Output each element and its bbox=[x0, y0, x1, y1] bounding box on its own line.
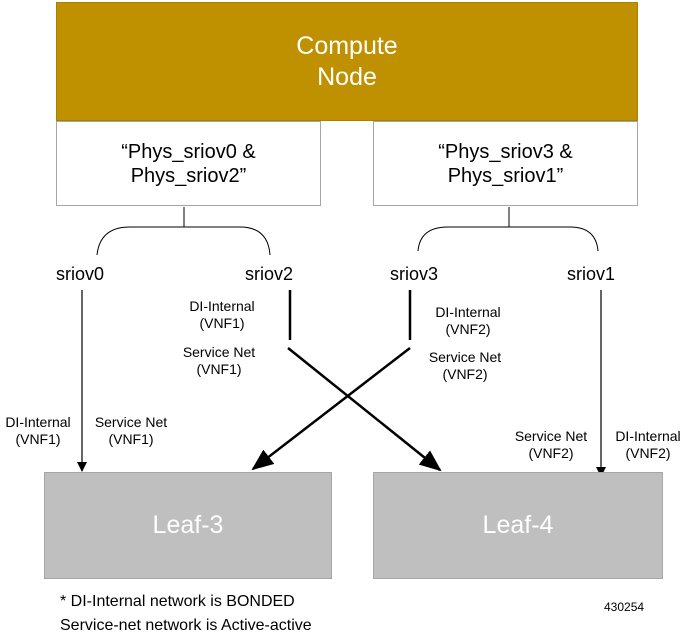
sriov3-cross-link bbox=[251, 347, 411, 471]
leaf-3-label: Leaf-3 bbox=[152, 511, 224, 539]
leaf-4-box: Leaf-4 bbox=[373, 472, 663, 579]
sriov2-di-internal-label: DI-Internal (VNF1) bbox=[189, 298, 255, 331]
physnet-group-right: “Phys_sriov3 & Phys_sriov1” bbox=[373, 121, 638, 206]
sriov0-service-net-label: Service Net (VNF1) bbox=[94, 414, 168, 447]
sriov1-di-internal-label: DI-Internal (VNF2) bbox=[615, 428, 681, 461]
compute-node-label-line2: Node bbox=[317, 62, 377, 91]
physnet-group-left-line1: “Phys_sriov0 & bbox=[121, 140, 256, 163]
physnet-group-left: “Phys_sriov0 & Phys_sriov2” bbox=[56, 121, 321, 206]
sriov0-di-internal-label: DI-Internal (VNF1) bbox=[5, 414, 71, 447]
footnote-active-active: Service-net network is Active-active bbox=[60, 617, 312, 634]
leaf-4-label: Leaf-4 bbox=[482, 511, 554, 539]
port-sriov0: sriov0 bbox=[56, 264, 105, 284]
port-sriov1: sriov1 bbox=[567, 264, 616, 284]
physnet-group-right-line2: Phys_sriov1” bbox=[447, 164, 564, 187]
sriov2-cross-link bbox=[287, 347, 442, 472]
sriov3-di-internal-label: DI-Internal (VNF2) bbox=[435, 304, 501, 337]
right-bracket-curve bbox=[417, 226, 599, 252]
compute-node-label-line1: Compute bbox=[296, 31, 398, 60]
physnet-group-right-line1: “Phys_sriov3 & bbox=[438, 140, 573, 163]
port-sriov3: sriov3 bbox=[390, 264, 439, 284]
sriov2-service-net-label: Service Net (VNF1) bbox=[182, 344, 256, 377]
sriov1-service-net-label: Service Net (VNF2) bbox=[514, 428, 588, 461]
sriov3-service-net-label: Service Net (VNF2) bbox=[428, 349, 502, 382]
footnote-bonded: * DI-Internal network is BONDED bbox=[60, 593, 295, 610]
compute-node-box: Compute Node bbox=[56, 2, 638, 121]
leaf-3-box: Leaf-3 bbox=[44, 472, 332, 579]
left-bracket-curve bbox=[96, 226, 271, 256]
physnet-group-left-line2: Phys_sriov2” bbox=[130, 164, 247, 187]
port-sriov2: sriov2 bbox=[245, 264, 294, 284]
figure-id: 430254 bbox=[604, 600, 645, 614]
